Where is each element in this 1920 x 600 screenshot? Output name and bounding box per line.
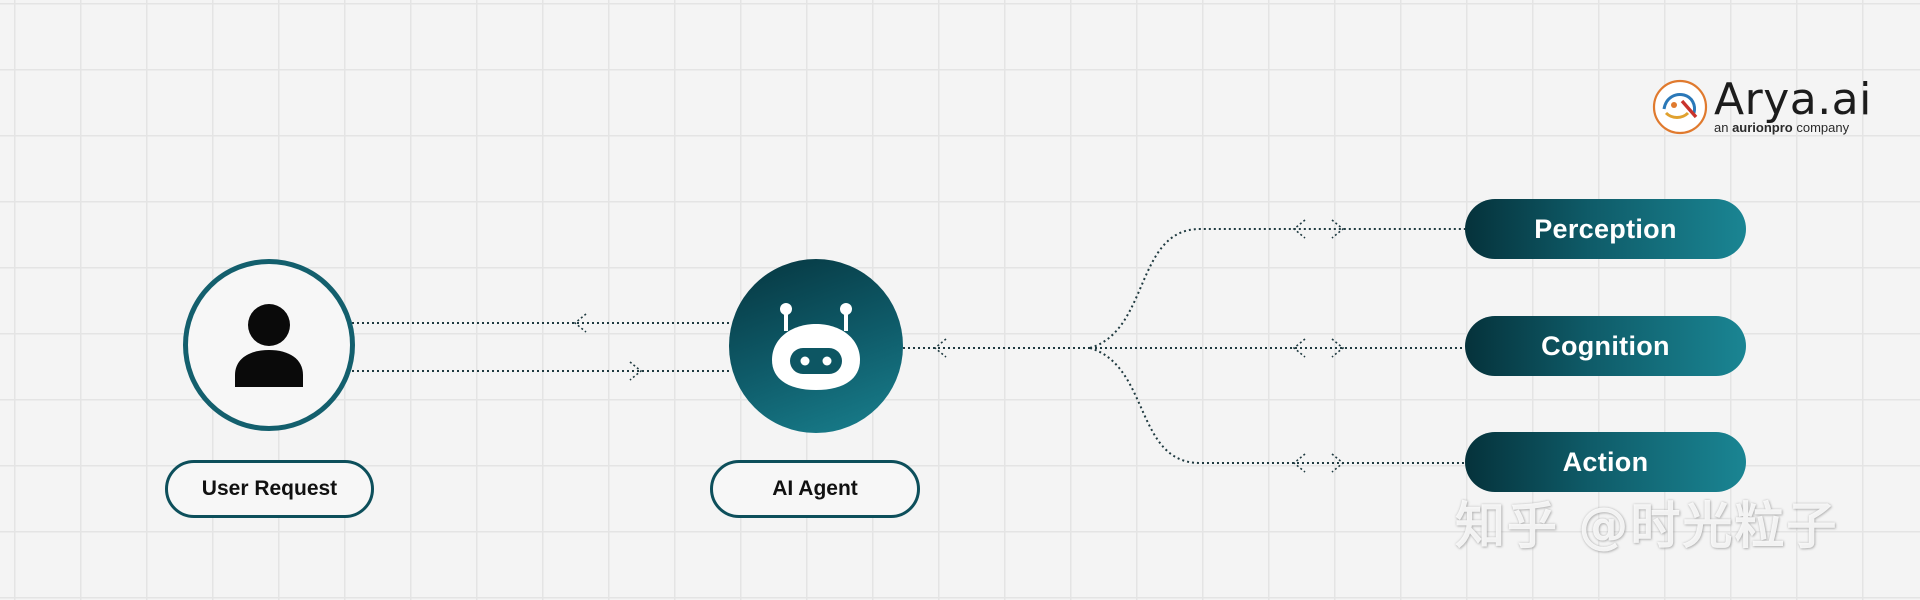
tagline-suffix: company <box>1792 120 1850 135</box>
ai-agent-text: AI Agent <box>772 477 858 500</box>
arrow-left-trunk <box>933 338 947 358</box>
user-node <box>183 259 355 431</box>
arya-logo-name: Arya.ai <box>1714 74 1872 125</box>
user-icon <box>235 304 303 387</box>
branch-action-line <box>1089 347 1465 464</box>
arrow-bidir-action-right <box>1331 453 1345 473</box>
branch-perception-line <box>1089 228 1465 349</box>
ai-agent-node <box>729 259 903 433</box>
arrow-bidir-cognition-left <box>1292 338 1306 358</box>
arya-logo-tagline: an aurionpro company <box>1714 120 1849 135</box>
perception-pill: Perception <box>1465 199 1746 259</box>
action-text: Action <box>1562 446 1649 477</box>
ai-agent-label: AI Agent <box>710 460 920 518</box>
user-request-label: User Request <box>165 460 374 518</box>
zhihu-watermark: 知乎 @时光粒子 <box>1455 497 1839 555</box>
perception-text: Perception <box>1534 213 1677 244</box>
arrow-bidir-action-left <box>1292 453 1306 473</box>
arya-logo-mark-icon <box>1652 79 1708 135</box>
tagline-brand: aurionpro <box>1732 120 1793 135</box>
arrow-left-upper <box>573 313 587 333</box>
tagline-prefix: an <box>1714 120 1733 135</box>
arya-logo: Arya.ai an aurionpro company <box>1652 74 1871 142</box>
cognition-pill: Cognition <box>1465 316 1746 376</box>
cognition-text: Cognition <box>1541 330 1670 361</box>
robot-icon <box>772 303 860 390</box>
arrow-bidir-perception-right <box>1331 219 1345 239</box>
arrow-bidir-perception-left <box>1292 219 1306 239</box>
action-pill: Action <box>1465 432 1746 492</box>
user-request-text: User Request <box>201 477 338 500</box>
arrow-right-lower <box>629 361 643 381</box>
arrow-bidir-cognition-right <box>1331 338 1345 358</box>
